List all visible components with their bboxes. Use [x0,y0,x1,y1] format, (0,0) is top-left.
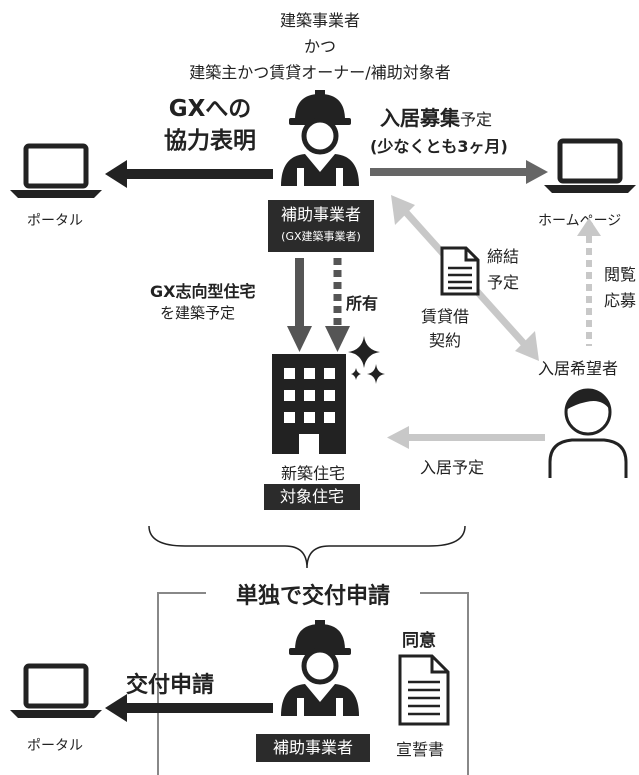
conclusion-line1: 締結 [487,247,520,266]
person-icon [548,388,628,478]
applicant-label: 入居希望者 [538,359,619,378]
worker-sub-label: (GX建築事業者) [281,230,361,243]
conclusion-text: 締結 予定 [487,244,519,296]
homepage-label: ホームページ [538,213,622,229]
conclusion-line2: 予定 [487,273,520,292]
worker-badge-bottom: 補助事業者 [256,734,370,762]
worker-badge: 補助事業者 (GX建築事業者) [268,200,374,252]
header: 建築事業者 かつ 建築主かつ賃貸オーナー/補助対象者 [189,8,450,86]
gx-build-rest: を建築予定 [160,304,236,322]
construction-worker-icon [281,90,359,186]
move-in-arrow-icon [387,426,545,449]
recruitment-title: 入居募集予定 [380,102,492,131]
recruitment-normal: 予定 [460,110,493,129]
laptop-icon-bottom [10,663,102,718]
pledge-document-icon [398,654,450,726]
gx-cooperation-text: GXへの 協力表明 [140,93,280,157]
section-frame [157,592,469,775]
worker-label: 補助事業者 [280,205,361,224]
building-label: 新築住宅 [280,464,345,483]
gx-line1: GXへの [168,96,252,122]
homepage-laptop-icon [544,138,636,193]
header-line2: かつ [303,37,336,56]
section-title: 単独で交付申請 [235,584,390,609]
header-line3: 建築主かつ賃貸オーナー/補助対象者 [189,63,451,82]
browse-text: 閲覧 応募 [604,262,636,314]
apply-label: 交付申請 [126,673,215,698]
contract-line2: 契約 [428,331,461,350]
arrow-down-dashed-icon [325,258,350,352]
gx-build-bold: GX志向型住宅 [150,282,256,301]
portal-label-bottom: ポータル [27,738,83,754]
header-line1: 建築事業者 [279,11,360,30]
recruitment-sub: (少なくとも3ヶ月) [370,137,508,156]
owned-label: 所有 [346,294,379,313]
target-housing-badge: 対象住宅 [264,484,360,510]
arrow-down-solid-icon [287,258,312,352]
recruitment-bold: 入居募集 [380,106,460,130]
building-icon [272,336,385,454]
construction-worker-icon-bottom [281,620,359,716]
gx-line2: 協力表明 [164,128,256,154]
arrow-right-icon [370,160,548,184]
arrow-left-icon [105,160,273,188]
brace-icon [148,525,466,569]
apply-arrow-icon [105,694,273,722]
contract-line1: 賃貸借 [420,307,469,326]
contract-text: 賃貸借 契約 [410,305,480,353]
portal-label-top: ポータル [27,213,83,229]
consent-label: 同意 [402,631,436,651]
arrow-up-dashed-icon [577,218,601,346]
browse-line1: 閲覧 [604,265,637,284]
move-in-label: 入居予定 [420,458,485,477]
browse-line2: 応募 [604,291,637,310]
laptop-icon [10,143,102,198]
document-icon [440,246,480,296]
pledge-label: 宣誓書 [396,740,445,759]
